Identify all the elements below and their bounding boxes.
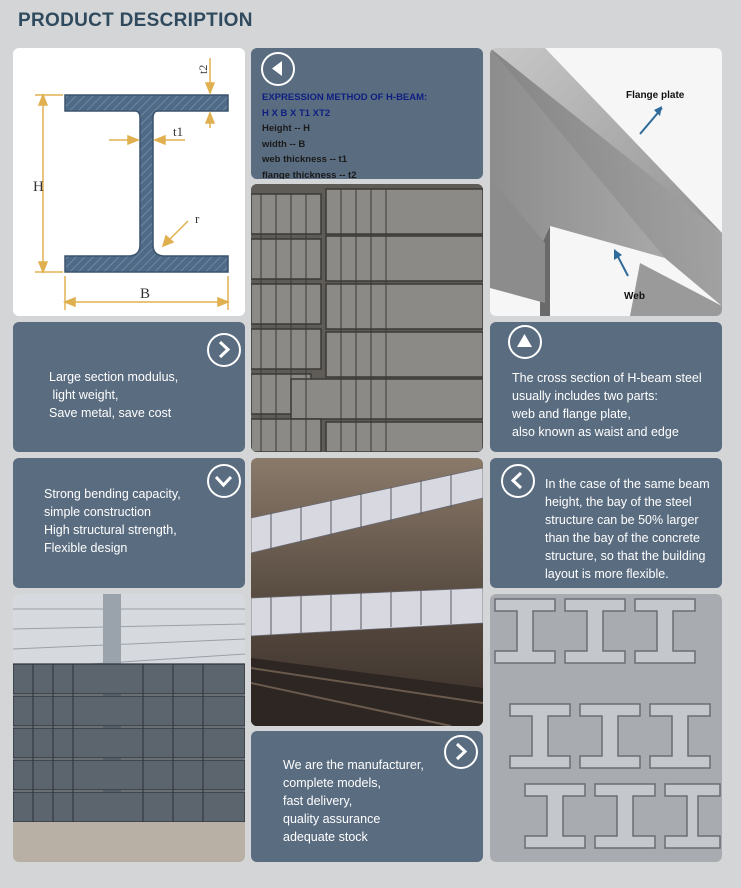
feature-line: usually includes two parts:: [512, 389, 658, 403]
feature-panel-bending: Strong bending capacity, simple construc…: [13, 458, 245, 588]
warehouse-stacks-photo: [13, 594, 245, 862]
feature-line: Large section modulus,: [49, 370, 179, 384]
feature-panel-modulus: Large section modulus, light weight, Sav…: [13, 322, 245, 452]
feature-line: complete models,: [283, 776, 381, 790]
warehouse-rack-photo: [251, 458, 483, 726]
feature-line: than the bay of the concrete: [545, 531, 700, 545]
feature-panel-manufacturer: We are the manufacturer, complete models…: [251, 731, 483, 862]
feature-text-bay: In the case of the same beam height, the…: [545, 475, 710, 583]
dimension-h-label: H: [33, 179, 44, 195]
expression-line: flange thickness -- t2: [262, 169, 357, 180]
feature-panel-cross-section: The cross section of H-beam steel usuall…: [490, 322, 722, 452]
arrow-up-icon: [508, 325, 542, 359]
feature-line: adequate stock: [283, 830, 368, 844]
beam-photo: Flange plate Web: [490, 48, 722, 316]
web-label: Web: [624, 291, 645, 302]
dimension-b-label: B: [140, 286, 150, 302]
flange-plate-label: Flange plate: [626, 90, 685, 101]
arrow-right-icon: [207, 333, 241, 367]
dimension-r-label: r: [195, 211, 200, 226]
feature-line: The cross section of H-beam steel: [512, 371, 702, 385]
feature-line: structure, so that the building: [545, 549, 706, 563]
feature-line: also known as waist and edge: [512, 425, 679, 439]
feature-text-bending: Strong bending capacity, simple construc…: [44, 485, 181, 557]
expression-title: EXPRESSION METHOD OF H-BEAM:: [262, 92, 428, 103]
feature-text-cross-section: The cross section of H-beam steel usuall…: [512, 369, 702, 441]
feature-text-manufacturer: We are the manufacturer, complete models…: [283, 756, 424, 846]
page-header: PRODUCT DESCRIPTION: [0, 0, 741, 40]
feature-line: In the case of the same beam: [545, 477, 710, 491]
arrow-right-icon: [444, 735, 478, 769]
feature-line: quality assurance: [283, 812, 381, 826]
feature-line: We are the manufacturer,: [283, 758, 424, 772]
page-title: PRODUCT DESCRIPTION: [18, 10, 253, 31]
arrow-left-icon: [261, 52, 295, 86]
feature-line: Save metal, save cost: [49, 406, 172, 420]
feature-line: High structural strength,: [44, 523, 177, 537]
feature-line: fast delivery,: [283, 794, 353, 808]
expression-panel: EXPRESSION METHOD OF H-BEAM: H X B X T1 …: [251, 48, 483, 179]
feature-line: web and flange plate,: [512, 407, 631, 421]
arrow-left-icon: [501, 464, 535, 498]
stacked-beams-photo: [251, 184, 483, 452]
feature-line: Strong bending capacity,: [44, 487, 181, 501]
expression-line: Height -- H: [262, 123, 311, 134]
expression-formula: H X B X T1 XT2: [262, 107, 331, 119]
dimension-t1-label: t1: [173, 124, 183, 139]
cross-section-diagram: H B t1 t2 r: [13, 48, 245, 316]
expression-line: web thickness -- t1: [262, 154, 347, 165]
beam-ends-photo: [490, 594, 722, 862]
arrow-down-icon: [207, 464, 241, 498]
feature-line: structure can be 50% larger: [545, 513, 699, 527]
feature-line: light weight,: [49, 388, 119, 402]
feature-text-modulus: Large section modulus, light weight, Sav…: [49, 368, 178, 422]
expression-line: width -- B: [262, 138, 306, 150]
feature-line: simple construction: [44, 505, 151, 519]
expression-text: EXPRESSION METHOD OF H-BEAM: H X B X T1 …: [262, 90, 427, 179]
feature-line: Flexible design: [44, 541, 128, 555]
dimension-t2-label: t2: [196, 65, 210, 74]
feature-line: height, the bay of the steel: [545, 495, 692, 509]
feature-panel-bay: In the case of the same beam height, the…: [490, 458, 722, 588]
feature-line: layout is more flexible.: [545, 567, 669, 581]
